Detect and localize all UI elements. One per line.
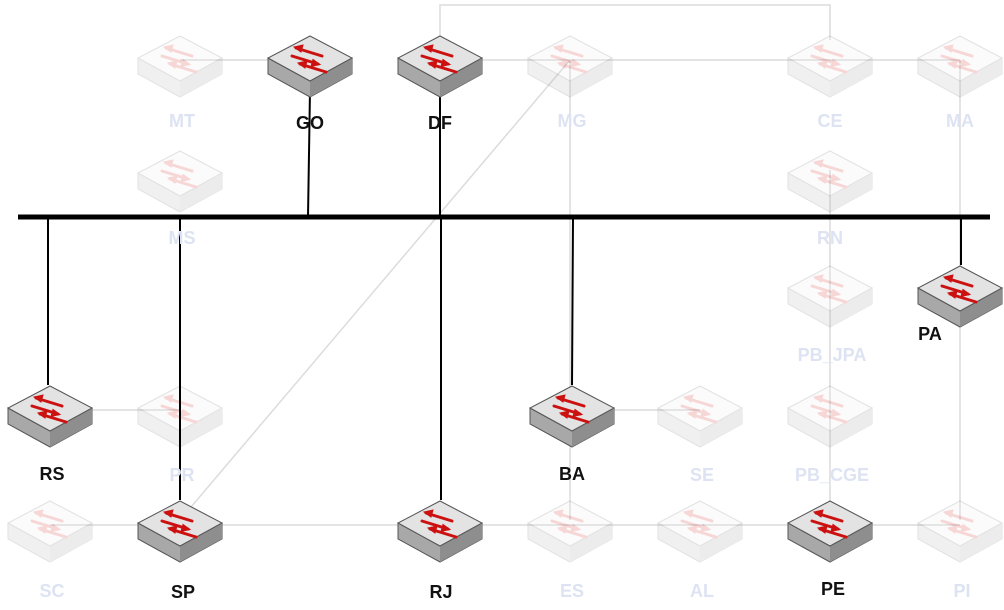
label-ba: BA bbox=[559, 464, 585, 484]
label-pe: PE bbox=[821, 579, 845, 599]
label-rs: RS bbox=[39, 464, 64, 484]
link-df-ce-top bbox=[439, 4, 831, 40]
label-es: ES bbox=[560, 581, 584, 601]
switch-icon-mt bbox=[136, 34, 224, 99]
switch-icon-es bbox=[526, 499, 614, 564]
switch-icon-ba bbox=[528, 384, 616, 449]
label-sc: SC bbox=[39, 581, 64, 601]
label-mt: MT bbox=[169, 111, 195, 131]
link-ba-bus bbox=[571, 216, 574, 386]
label-rj: RJ bbox=[429, 582, 452, 602]
label-pr: PR bbox=[169, 465, 194, 485]
switch-icon-rs bbox=[6, 384, 94, 449]
label-ma: MA bbox=[946, 111, 974, 131]
switch-icon-ma bbox=[916, 34, 1004, 99]
switch-icon-sp bbox=[136, 499, 224, 564]
active-links bbox=[47, 89, 962, 500]
label-ce: CE bbox=[817, 111, 842, 131]
label-pb-jpa: PB_JPA bbox=[798, 345, 867, 365]
label-mg: MG bbox=[558, 111, 587, 131]
inactive-labels: MT MG CE MA MS RN PB_JPA PR SE PB_CGE SC… bbox=[39, 111, 974, 601]
link-sp-mg bbox=[179, 59, 571, 521]
label-pi: PI bbox=[953, 581, 970, 601]
label-al: AL bbox=[690, 581, 714, 601]
switch-icon-se bbox=[656, 384, 744, 449]
switch-icon-df bbox=[396, 34, 484, 99]
label-pa: PA bbox=[918, 324, 942, 344]
switch-icon-rn bbox=[786, 149, 874, 214]
active-labels: GO DF RS BA SP RJ PE PA bbox=[39, 113, 941, 602]
switch-icon-pb-cge bbox=[786, 384, 874, 449]
label-pb-cge: PB_CGE bbox=[795, 465, 869, 485]
label-df: DF bbox=[428, 113, 452, 133]
switch-icon-pa bbox=[916, 264, 1004, 329]
label-go: GO bbox=[296, 113, 324, 133]
label-se: SE bbox=[690, 465, 714, 485]
switch-icon-sc bbox=[6, 499, 94, 564]
label-rn: RN bbox=[817, 228, 843, 248]
switch-icon-pe bbox=[786, 499, 874, 564]
switch-icon-pi bbox=[916, 499, 1004, 564]
switch-icon-mg bbox=[526, 34, 614, 99]
link-go-bus bbox=[307, 89, 311, 218]
switch-icon-ce bbox=[786, 34, 874, 99]
label-sp: SP bbox=[171, 582, 195, 602]
switch-icon-al bbox=[656, 499, 744, 564]
switch-icon-pb-jpa bbox=[786, 264, 874, 329]
switch-icon-rj bbox=[396, 499, 484, 564]
switch-icon-go bbox=[266, 34, 354, 99]
switch-icon-ms bbox=[136, 149, 224, 214]
label-ms: MS bbox=[169, 228, 196, 248]
